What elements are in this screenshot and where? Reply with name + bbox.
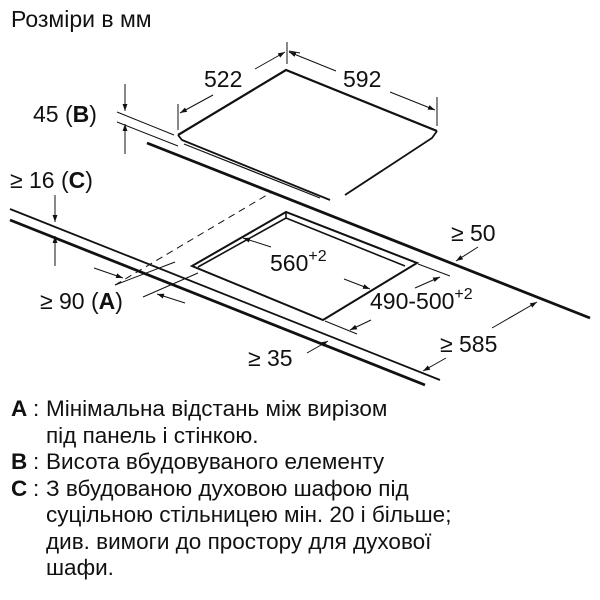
- worktop-front-edges: [9, 208, 441, 387]
- cutout-outline: [189, 210, 420, 322]
- legend-item-b: B: Висота вбудовуваного елементу: [11, 449, 385, 474]
- back-edge-line: [146, 141, 591, 320]
- label-worktop-depth: ≥ 585: [440, 331, 497, 357]
- label-back-min: ≥ 50: [451, 220, 496, 246]
- legend-key: A: [11, 396, 28, 421]
- worktop-depth-arrow-bottom: [422, 357, 447, 372]
- cutout-dimension-lines: [242, 237, 451, 335]
- hob-dimension-lines: [116, 42, 438, 154]
- label-cutout-depth: 490-500+2: [370, 286, 473, 314]
- label-hob-height: 45 (B): [33, 101, 97, 127]
- label-wall-distance: ≥ 90 (A): [40, 288, 123, 314]
- label-worktop-thickness: ≥ 16 (C): [10, 167, 93, 193]
- back-min-arrow: [455, 246, 479, 262]
- legend-key: B: [11, 449, 28, 474]
- projection-dashed-line: [114, 191, 273, 286]
- legend-text: Висота вбудовуваного елементу: [46, 449, 385, 474]
- worktop-depth-arrow-top: [491, 301, 538, 329]
- label-cutout-width: 560+2: [270, 248, 327, 276]
- legend-text: З вбудованою духовою шафою під суцільною…: [46, 475, 452, 581]
- label-hob-depth: 522: [204, 66, 242, 92]
- legend-item-a: A: Мінімальна відстань між вирізом під п…: [11, 396, 388, 448]
- label-front-min: ≥ 35: [248, 345, 293, 371]
- legend-item-c: C: З вбудованою духовою шафою під суціль…: [11, 475, 452, 581]
- diagram-title: Розміри в мм: [11, 6, 152, 32]
- legend-key: C: [11, 475, 28, 501]
- legend-text: Мінімальна відстань між вирізом під пане…: [46, 396, 388, 448]
- legend: A: Мінімальна відстань між вирізом під п…: [11, 396, 451, 582]
- label-hob-width: 592: [343, 66, 381, 92]
- hob-outline: [177, 68, 438, 201]
- wall-distance-dim: [93, 261, 199, 304]
- front-min-arrow: [306, 340, 329, 354]
